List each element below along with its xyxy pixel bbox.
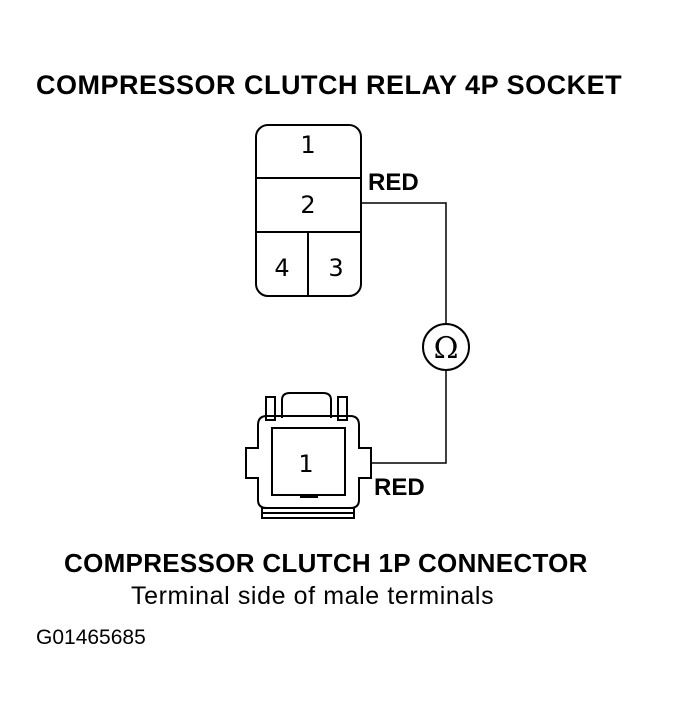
probe-wire-connector bbox=[371, 370, 447, 464]
connector-wire-color-label: RED bbox=[374, 474, 425, 501]
connector-latch bbox=[265, 396, 276, 421]
relay-pin-2: 2 bbox=[300, 191, 315, 219]
relay-socket-title: COMPRESSOR CLUTCH RELAY 4P SOCKET bbox=[36, 70, 623, 100]
relay-pin-1: 1 bbox=[300, 131, 315, 159]
figure-id: G01465685 bbox=[36, 626, 146, 649]
connector-terminal-face bbox=[271, 427, 346, 496]
connector-top-tab bbox=[281, 392, 332, 418]
relay-socket bbox=[255, 124, 362, 297]
connector-housing bbox=[245, 415, 372, 509]
connector-pin-1: 1 bbox=[298, 450, 313, 478]
ohm-symbol: Ω bbox=[434, 331, 459, 366]
relay-pin-4: 4 bbox=[274, 254, 289, 282]
probe-wire-relay bbox=[361, 202, 447, 324]
relay-wire-color-label: RED bbox=[368, 169, 419, 196]
connector-latch bbox=[337, 396, 348, 421]
ohmmeter-icon bbox=[422, 323, 470, 371]
clutch-connector-title: COMPRESSOR CLUTCH 1P CONNECTOR bbox=[64, 548, 588, 578]
relay-pin-3: 3 bbox=[328, 254, 343, 282]
clutch-connector-subtitle: Terminal side of male terminals bbox=[131, 582, 495, 610]
clutch-connector bbox=[245, 392, 372, 519]
